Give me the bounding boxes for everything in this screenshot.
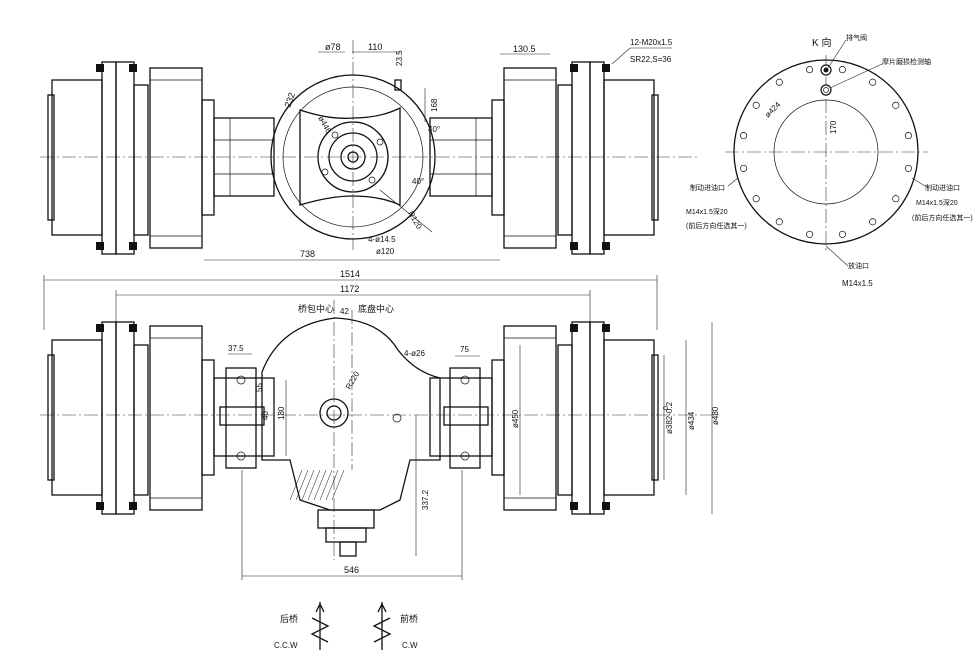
k-view-bolt-hole — [892, 195, 900, 203]
top-view: ø78 110 23.5 130.5 232 168 ø446 40° 40° … — [40, 38, 700, 261]
vent-label: 排气阀 — [846, 33, 867, 42]
angle-40-top: 40° — [428, 125, 440, 134]
dim-40: 40 — [261, 411, 270, 420]
k-view-bolt-hole — [775, 78, 783, 86]
dim-130-5: 130.5 — [513, 44, 536, 54]
rear-direction: C.C.W — [274, 641, 298, 650]
dim-480: ø480 — [711, 406, 720, 425]
dim-75: 75 — [460, 345, 469, 354]
dim-78: ø78 — [325, 42, 341, 52]
dim-37-5: 37.5 — [228, 344, 244, 353]
dim-42: 42 — [340, 307, 349, 316]
hatch-line — [331, 469, 345, 501]
k-view-bolt-hole — [869, 218, 877, 226]
drain-thread: M14x1.5 — [842, 279, 873, 288]
hatch-line — [301, 469, 315, 501]
k-view-bolt-hole — [838, 66, 846, 74]
front-view: 1514 1172 — [40, 269, 720, 580]
hatch-line — [307, 469, 321, 501]
k-view-bolt-hole — [806, 230, 814, 238]
k-view-bolt-hole — [806, 66, 814, 74]
k-view-bolt-hole — [752, 195, 760, 203]
hatch-line — [295, 469, 309, 501]
thread-right: M14x1.5深20 — [916, 198, 958, 207]
brake-inlet-left: 制动进油口 — [690, 183, 725, 192]
dim-382-tol: 0 — [663, 406, 670, 410]
k-view-bolt-hole — [740, 164, 748, 172]
dim-r220: R220 — [344, 369, 362, 391]
dim-232: 232 — [282, 91, 297, 109]
hatch-line — [313, 469, 327, 501]
k-view-bolt-hole — [740, 132, 748, 140]
dim-180: 180 — [277, 406, 286, 420]
dim-168: 168 — [430, 98, 439, 112]
bridge-center-label: 桥包中心 — [298, 303, 334, 314]
hatch-line — [325, 469, 339, 501]
hatch-line — [289, 469, 303, 501]
dim-382: ø382-0.2 — [665, 401, 674, 434]
bolt-note-1: 12-M20x1.5 — [630, 38, 673, 47]
dim-120: ø120 — [376, 247, 395, 256]
holes-4-26: 4-ø26 — [404, 349, 425, 358]
dim-337-2: 337.2 — [421, 489, 430, 510]
front-direction: C.W — [402, 641, 418, 650]
wear-check-label: 摩片磨损检测轴 — [882, 57, 931, 66]
k-view-bolt-hole — [904, 164, 912, 172]
k-view-bolt-hole — [838, 230, 846, 238]
bolt-note-2: SR22,S=36 — [630, 55, 672, 64]
dim-r120: R120 — [406, 210, 424, 232]
dim-434: ø434 — [687, 411, 696, 430]
chassis-center-label: 底盘中心 — [358, 303, 394, 314]
dim-1514: 1514 — [340, 269, 360, 279]
k-view-bolt-hole — [904, 132, 912, 140]
dim-546: 546 — [344, 565, 359, 575]
k-view-bolt-hole — [892, 101, 900, 109]
k-view-title: K 向 — [812, 36, 831, 49]
angle-40-bottom: 40° — [412, 177, 424, 186]
k-view-bolt-hole — [752, 101, 760, 109]
note-left: (前后方向任选其一) — [686, 221, 747, 230]
front-axle-label: 前桥 — [400, 613, 418, 624]
dim-424: ø424 — [763, 100, 783, 120]
thread-left: M14x1.5深20 — [686, 207, 728, 216]
rotation-symbols: 后桥 C.C.W 前桥 C.W — [274, 602, 418, 650]
k-view-bolt-hole — [869, 78, 877, 86]
note-right: (前后方向任选其一) — [912, 213, 973, 222]
dim-170: 170 — [829, 120, 838, 134]
k-view: K 向 排气阀 摩片磨损检测轴 ø424 170 制动进油口 M14x1.5深2… — [686, 33, 973, 288]
dim-1172: 1172 — [340, 284, 359, 294]
dim-110: 110 — [368, 42, 382, 52]
dim-450: ø450 — [511, 409, 520, 428]
brake-inlet-right: 制动进油口 — [925, 183, 960, 192]
dim-55: 55 — [255, 383, 264, 392]
hatch-line — [319, 469, 333, 501]
k-view-bolt-hole — [775, 218, 783, 226]
holes-4-14-5: 4-ø14.5 — [368, 235, 396, 244]
rear-axle-label: 后桥 — [280, 613, 298, 624]
dim-23-5: 23.5 — [395, 50, 404, 66]
drain-label: 放油口 — [848, 261, 869, 270]
dim-738: 738 — [300, 249, 315, 259]
